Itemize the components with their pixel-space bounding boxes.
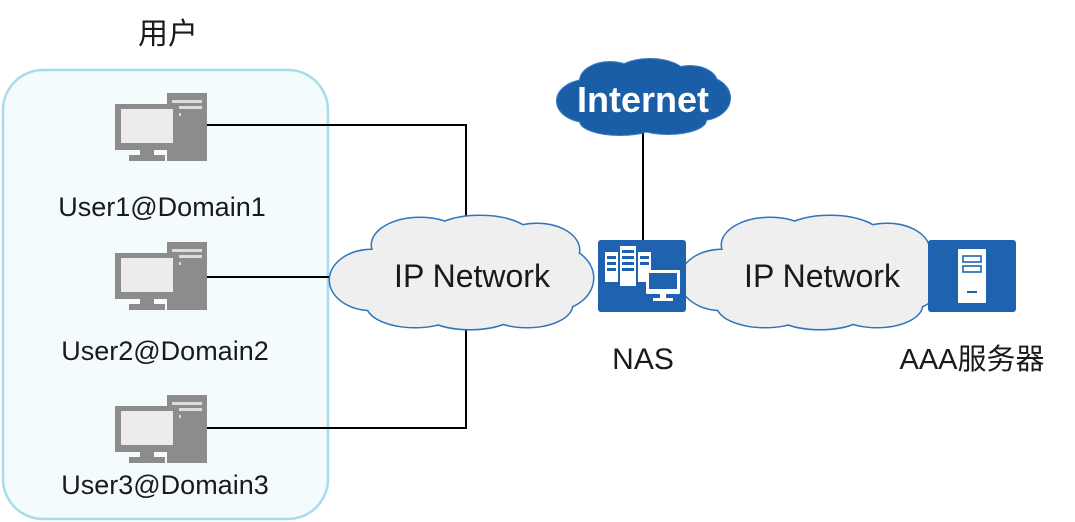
ip-network-cloud-icon-right: IP Network [678, 214, 945, 331]
nas-monitor-icon [646, 270, 680, 301]
links [205, 118, 644, 429]
cloud-body [557, 59, 730, 135]
aaa-server-label: AAA服务器 [899, 343, 1044, 376]
pc-monitor-neck [140, 299, 154, 304]
server-indicator [967, 291, 977, 293]
user2-pc-icon [115, 242, 207, 310]
link-user1-ip-network [205, 124, 467, 235]
cloud-body [680, 216, 943, 329]
pc-monitor-base [129, 155, 165, 161]
ip-network-label-right: IP Network [744, 258, 901, 294]
users-group-title: 用户 [138, 18, 198, 51]
user2-label: User2@Domain2 [61, 336, 268, 366]
pc-drive-slot [172, 106, 202, 109]
pc-monitor-base [129, 457, 165, 463]
pc-screen [121, 109, 173, 143]
pc-monitor-base [129, 304, 165, 310]
pc-drive-slot [172, 249, 202, 252]
pc-drive-slot [172, 255, 202, 258]
user1-label: User1@Domain1 [58, 192, 265, 222]
pc-monitor-neck [140, 150, 154, 155]
user1-pc-icon [115, 93, 207, 161]
user3-label: User3@Domain3 [61, 470, 268, 500]
aaa-server-icon [928, 240, 1016, 312]
pc-screen [121, 411, 173, 445]
ip-network-cloud-icon-left: IP Network [328, 214, 595, 331]
pc-drive-slot [172, 100, 202, 103]
internet-cloud-icon: Internet [556, 58, 731, 136]
user3-pc-icon [115, 395, 207, 463]
pc-drive-slot [172, 402, 202, 405]
server-slot-1 [962, 255, 982, 263]
nas-label: NAS [612, 343, 674, 376]
internet-label: Internet [577, 79, 709, 120]
pc-drive-slot [172, 408, 202, 411]
ip-network-label-left: IP Network [394, 258, 551, 294]
link-user3-ip-network [205, 315, 467, 429]
nas-server-stripes [607, 250, 649, 271]
pc-screen [121, 258, 173, 292]
cloud-body [330, 216, 593, 329]
pc-monitor-neck [140, 452, 154, 457]
server-slot-2 [962, 265, 982, 273]
nas-device-icon [598, 240, 686, 312]
